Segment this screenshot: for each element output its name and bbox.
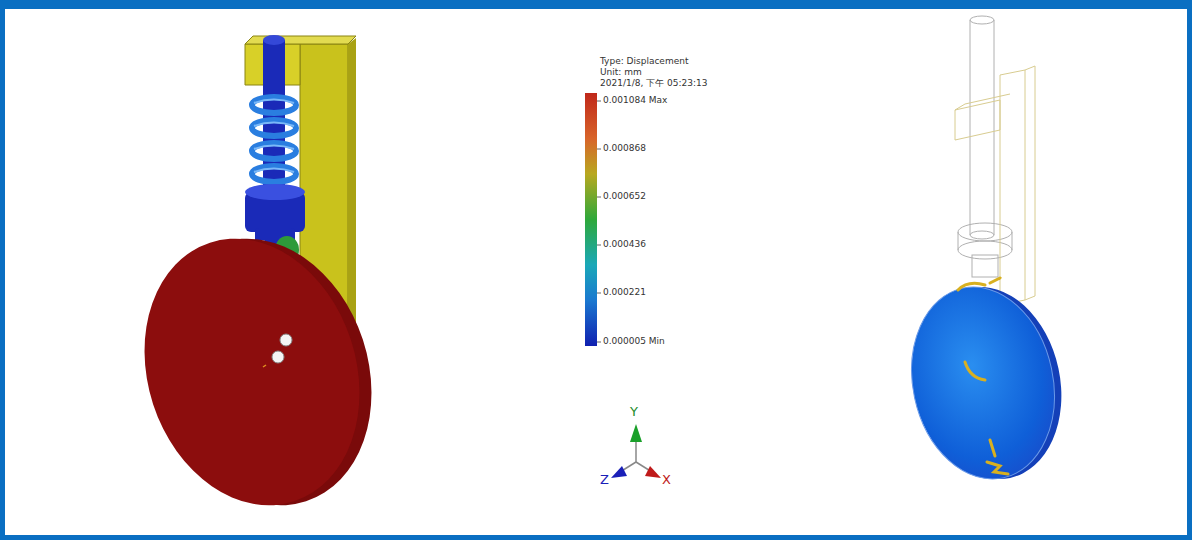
- scale-value: 0.000652: [603, 191, 646, 202]
- axis-label: Y: [630, 404, 638, 419]
- result-timestamp: 2021/1/8, 下午 05:23:13: [600, 78, 707, 89]
- result-type: Type: Displacement: [600, 56, 688, 67]
- scale-value: 0.000005 Min: [603, 336, 665, 347]
- scale-value: 0.000436: [603, 239, 646, 250]
- scale-value: 0.000221: [603, 287, 646, 298]
- result-unit: Unit: mm: [600, 67, 642, 78]
- axis-label: Z: [600, 472, 609, 487]
- scale-value: 0.001084 Max: [603, 95, 667, 106]
- axis-label: X: [662, 472, 671, 487]
- scale-value: 0.000868: [603, 143, 646, 154]
